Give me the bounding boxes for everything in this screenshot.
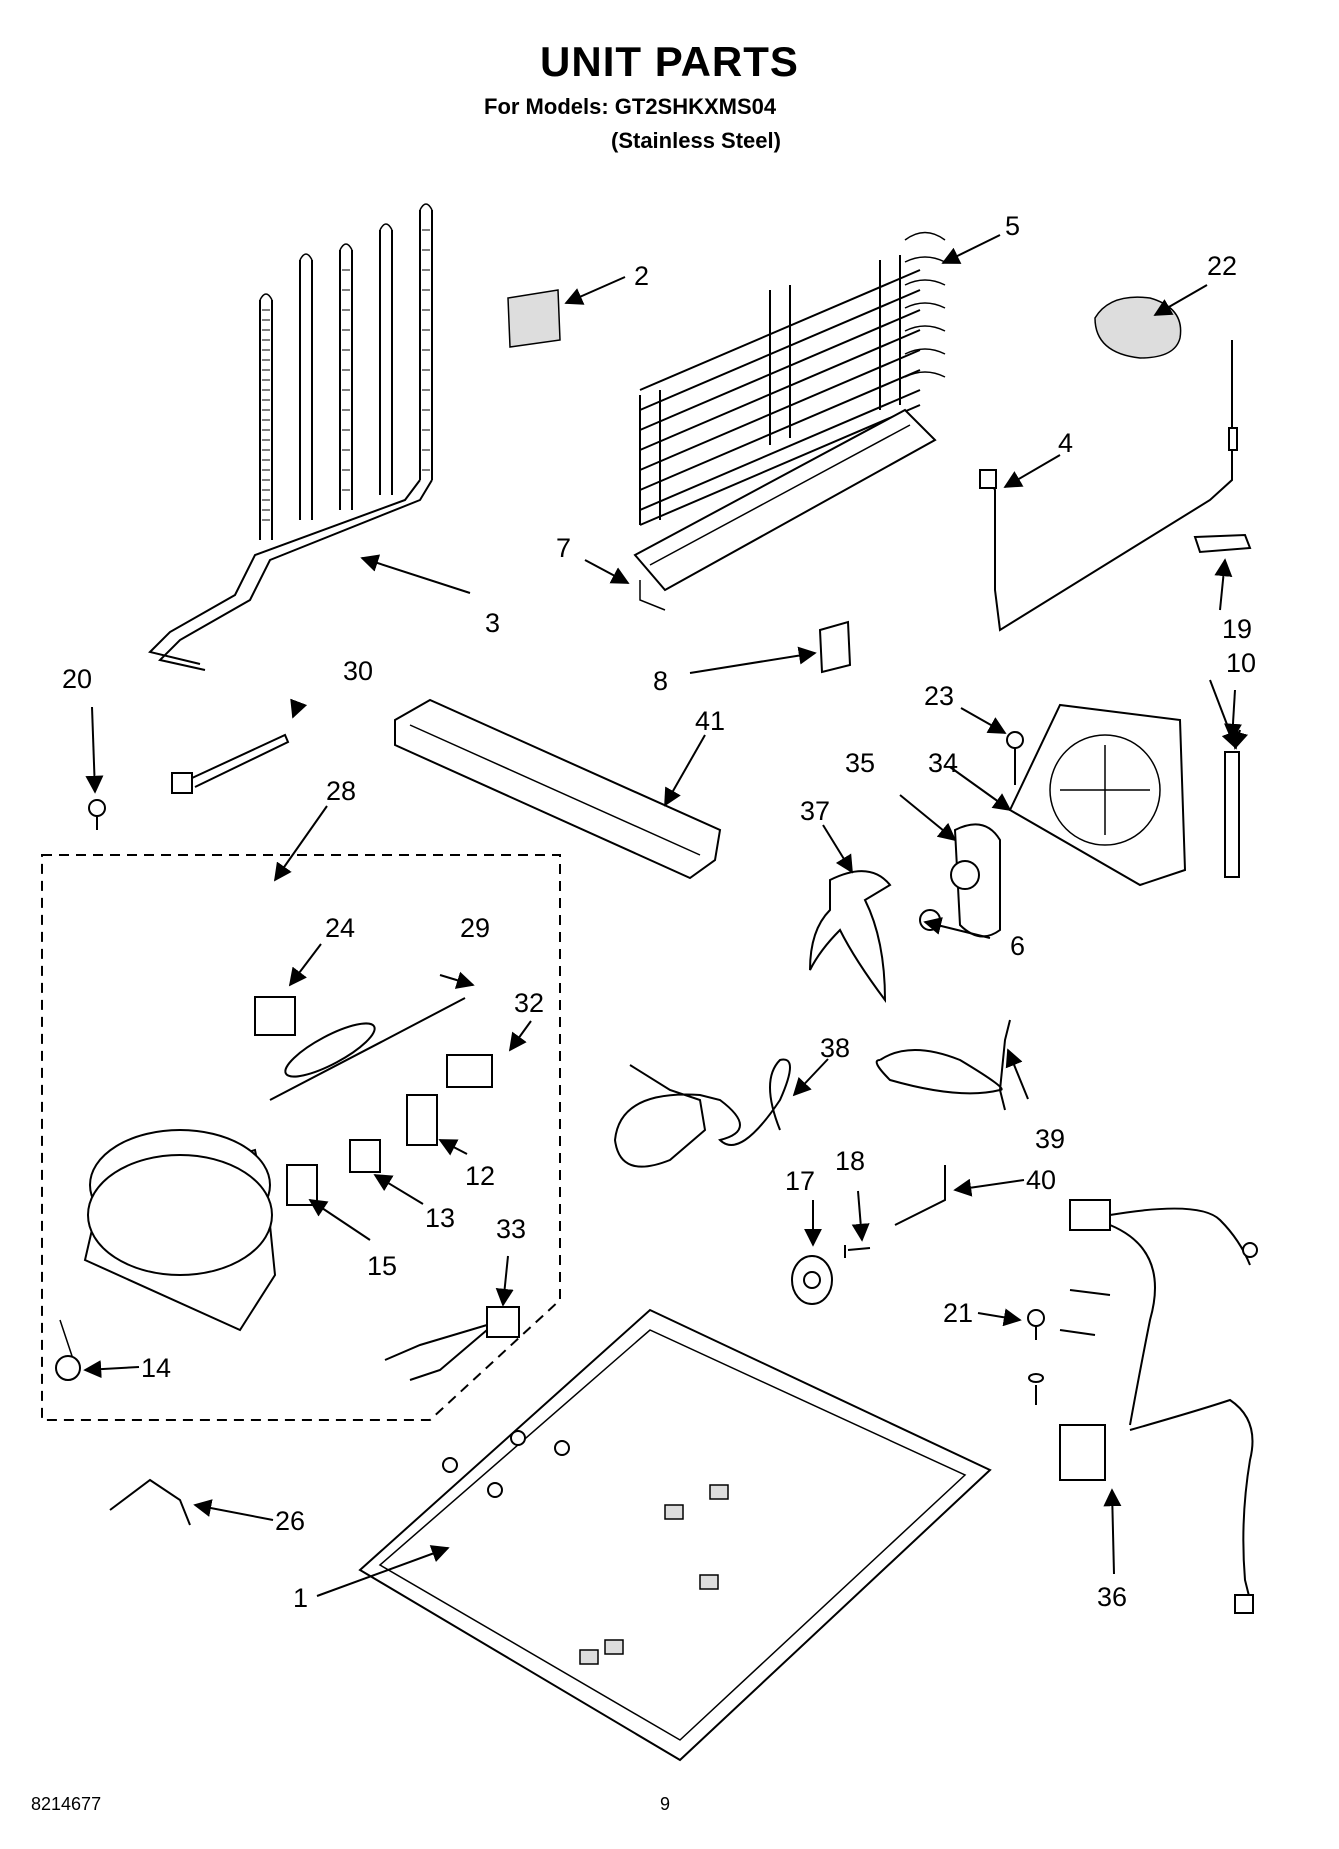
drain-pan-illustration [633,408,937,611]
callout-40: 40 [1026,1165,1056,1195]
callout-23: 23 [924,681,954,711]
fan-assembly-illustration [809,703,1187,1004]
base-frame-illustration [358,1308,992,1762]
wire-spring-illustration [109,1478,191,1526]
models-line: For Models: GT2SHKXMS04 [484,94,777,119]
callout-leaders [83,234,1249,1597]
callout-30: 30 [343,656,373,686]
callout-numbers: 2 3 5 22 4 19 7 8 10 20 30 41 23 35 34 3… [62,211,1256,1613]
document-number: 8214677 [31,1794,102,1814]
callout-22: 22 [1207,251,1237,281]
page-title: UNIT PARTS [540,38,799,85]
callout-32: 32 [514,988,544,1018]
callout-13: 13 [425,1203,455,1233]
callout-4: 4 [1058,428,1073,458]
callout-15: 15 [367,1251,397,1281]
wheel-illustration [791,1245,871,1305]
callout-10: 10 [1226,648,1256,678]
callout-19: 19 [1222,614,1252,644]
callout-38: 38 [820,1033,850,1063]
callout-36: 36 [1097,1582,1127,1612]
callout-7: 7 [556,533,571,563]
compressor-kit-dashed-boundary [41,854,561,1421]
callout-20: 20 [62,664,92,694]
evaporator-illustration [639,231,946,526]
callout-21: 21 [943,1298,973,1328]
screw-21-illustration [1027,1309,1045,1405]
thermistor-illustration [979,340,1252,632]
callout-5: 5 [1005,211,1020,241]
condenser-coil-illustration [148,203,433,671]
callout-29: 29 [460,913,490,943]
callout-14: 14 [141,1353,171,1383]
page-number: 9 [660,1794,671,1814]
callout-35: 35 [845,748,875,778]
small-parts-illustration [254,996,520,1381]
callout-24: 24 [325,913,355,943]
cable-tie-illustration [171,733,290,794]
callout-17: 17 [785,1166,815,1196]
compressor-illustration [55,1129,277,1381]
tray-illustration [394,698,722,880]
callout-3: 3 [485,608,500,638]
wiring-harness-illustration [1059,1199,1258,1614]
callout-41: 41 [695,706,725,736]
strip-illustration [1224,751,1240,878]
callout-18: 18 [835,1146,865,1176]
finish-line: (Stainless Steel) [611,128,781,153]
callout-6: 6 [1010,931,1025,961]
screw-20-illustration [88,799,106,830]
clip-illustration [818,620,852,674]
callout-12: 12 [465,1161,495,1191]
callout-8: 8 [653,666,668,696]
callout-33: 33 [496,1214,526,1244]
callout-2: 2 [634,261,649,291]
cover-illustration [1094,296,1182,359]
callout-1: 1 [293,1583,308,1613]
pad-illustration [507,289,561,348]
callout-39: 39 [1035,1124,1065,1154]
callout-37: 37 [800,796,830,826]
tubing-illustration [613,1019,1011,1226]
callout-28: 28 [326,776,356,806]
callout-26: 26 [275,1506,305,1536]
callout-34: 34 [928,748,958,778]
